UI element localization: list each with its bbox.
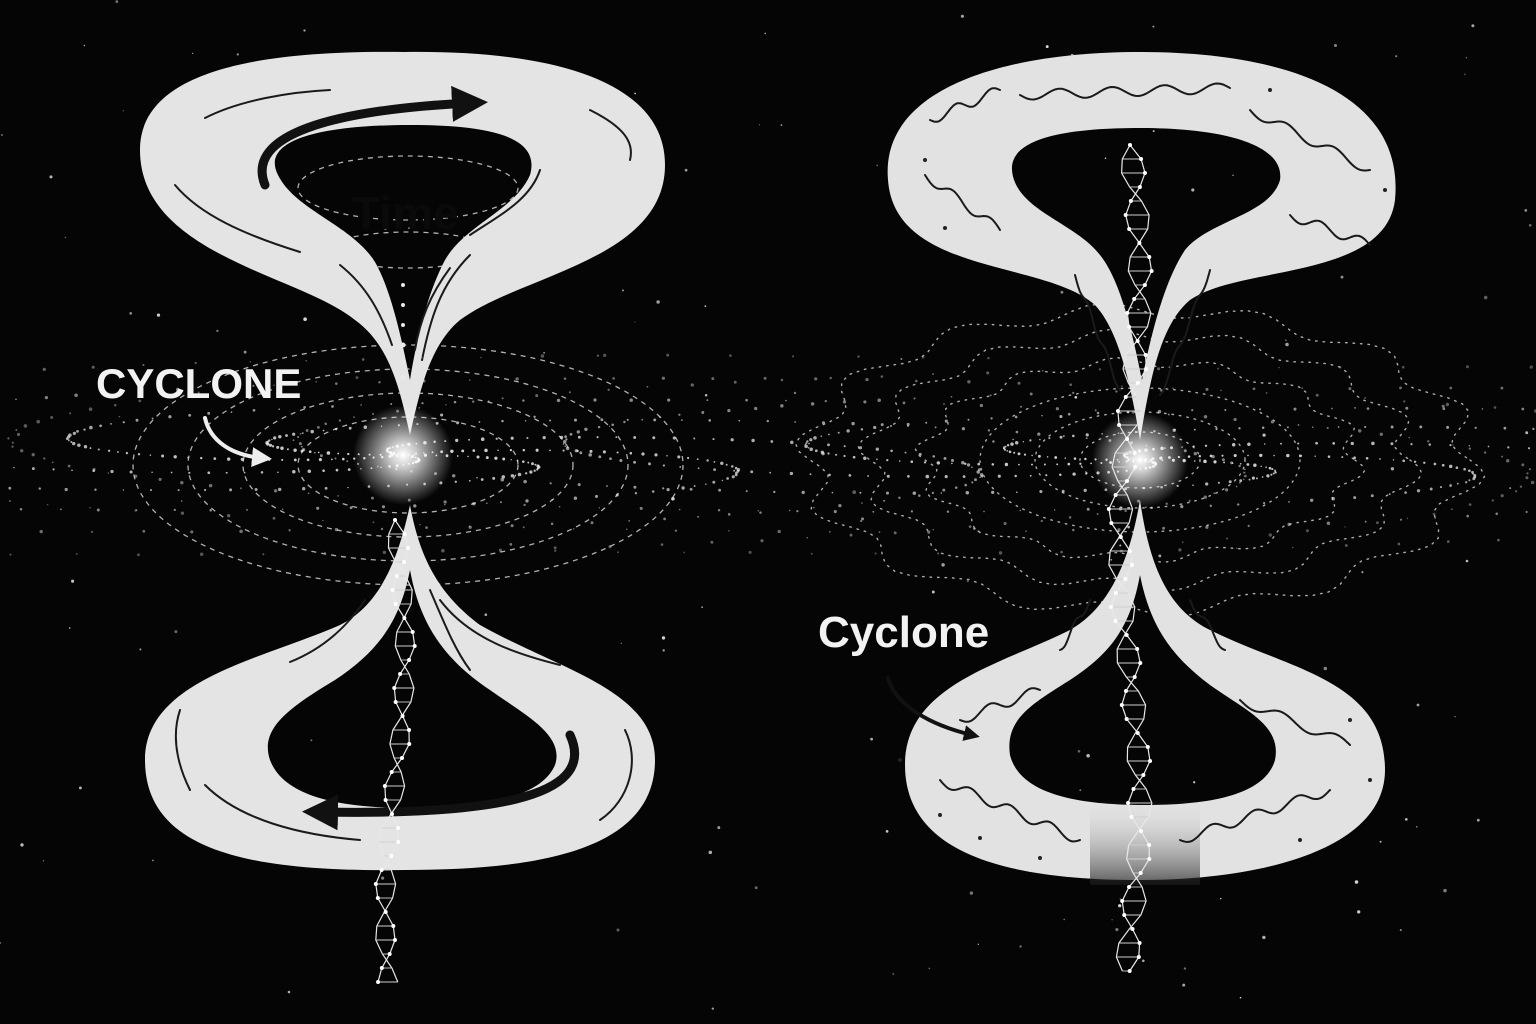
curved-pointer-arrow-icon [886,676,980,741]
wavy-flow-lines [924,82,1371,844]
center-dotted-spine [400,283,406,381]
hourglass-bottom-band [905,500,1385,880]
hourglass-bottom-band [145,505,655,871]
label-cyclone-left: CYCLONE [96,360,302,407]
label-time: Time [352,187,459,239]
hourglass-top-band [887,52,1396,440]
curved-pointer-arrow-icon [203,416,272,468]
dna-helix-icon [1106,143,1154,973]
label-cyclone-right: Cyclone [818,608,990,657]
rotation-arrow-cw-icon [257,85,488,190]
galaxy-core [353,405,453,505]
galaxy-core [1092,412,1188,508]
panel-left-hourglass [8,51,1536,984]
dna-helix-icon [373,518,417,984]
band-speckles [898,88,1387,860]
band-shadow [1090,800,1200,885]
band-flow-lines [174,89,633,841]
panel-right-hourglass [7,52,1535,973]
rotation-arrow-ccw-icon [302,730,580,831]
